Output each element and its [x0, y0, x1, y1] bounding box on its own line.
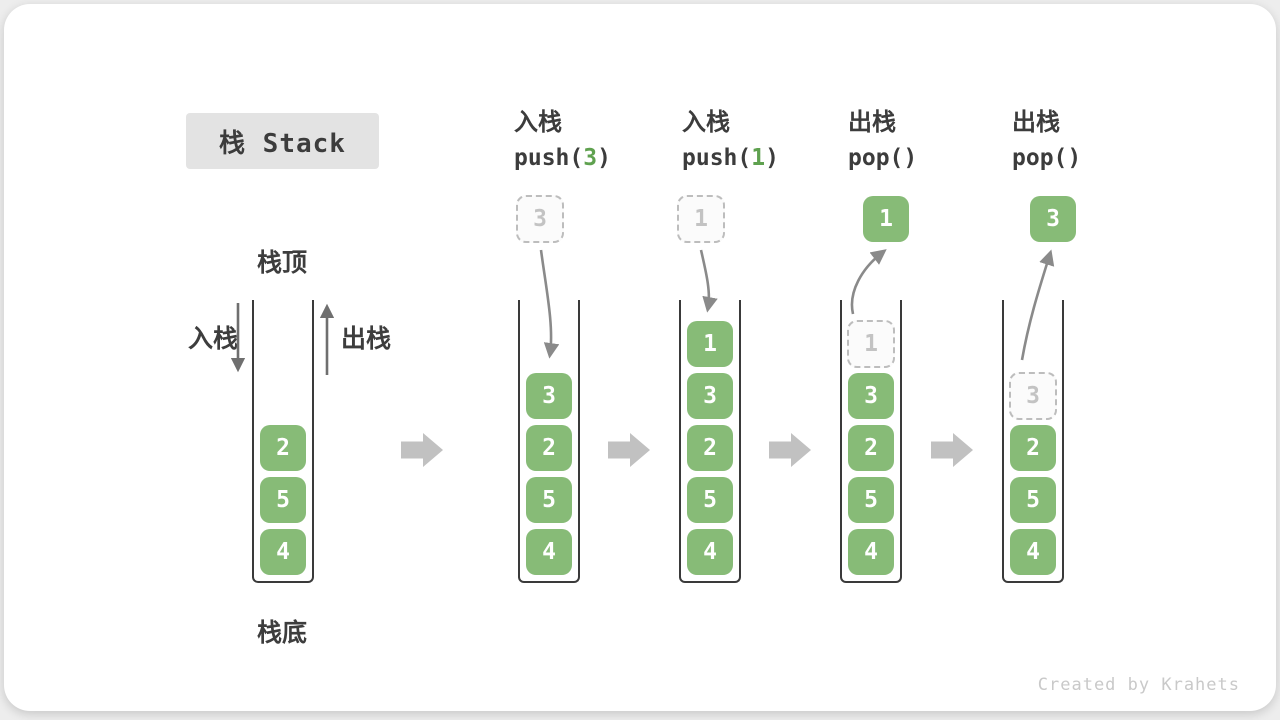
call-argument: 3	[583, 145, 598, 171]
stack-element: 4	[526, 529, 572, 575]
stack-element: 1	[687, 321, 733, 367]
stack-element: 4	[687, 529, 733, 575]
stack-element: 2	[260, 425, 306, 471]
stack-stage-pop-1: 1 3 2 5 4	[840, 300, 902, 583]
stack-element: 5	[687, 477, 733, 523]
popped-ghost-slot: 3	[1009, 372, 1057, 420]
stack-element: 3	[526, 373, 572, 419]
stack-element: 4	[848, 529, 894, 575]
operation-header-push-1: 入栈 push(1)	[682, 106, 842, 174]
stack-element: 3	[687, 373, 733, 419]
stack-element: 2	[848, 425, 894, 471]
call-prefix: pop(	[1012, 145, 1068, 171]
stack-element: 2	[526, 425, 572, 471]
operation-call: pop()	[1012, 142, 1172, 174]
call-prefix: push(	[682, 145, 752, 171]
call-prefix: pop(	[848, 145, 904, 171]
call-suffix: )	[903, 145, 918, 171]
stack-stage-pop-2: 3 2 5 4	[1002, 300, 1064, 583]
stack-stage-push-3: 3 2 5 4	[518, 300, 580, 583]
stack-element: 4	[1010, 529, 1056, 575]
stack-element: 5	[526, 477, 572, 523]
stack-element: 2	[687, 425, 733, 471]
operation-header-pop-1: 出栈 pop()	[848, 106, 1008, 174]
operation-label: 出栈	[1012, 108, 1060, 136]
popped-ghost-slot: 1	[847, 320, 895, 368]
pop-direction-label: 出栈	[341, 324, 392, 353]
operation-label: 入栈	[682, 108, 730, 136]
popped-element-box: 3	[1030, 196, 1076, 242]
call-suffix: )	[765, 145, 779, 171]
operation-header-pop-2: 出栈 pop()	[1012, 106, 1172, 174]
stack-stage-initial: 2 5 4	[252, 300, 314, 583]
operation-call: push(3)	[514, 142, 674, 174]
push-direction-label: 入栈	[188, 324, 239, 353]
call-prefix: push(	[514, 145, 584, 171]
stack-element: 3	[848, 373, 894, 419]
title-chip: 栈 Stack	[186, 113, 379, 169]
stack-top-label: 栈顶	[257, 248, 308, 277]
operation-call: pop()	[848, 142, 1008, 174]
incoming-element-box: 1	[677, 195, 725, 243]
call-argument: 1	[751, 145, 766, 171]
stack-element: 4	[260, 529, 306, 575]
operation-label: 出栈	[848, 108, 896, 136]
operation-label: 入栈	[514, 108, 562, 136]
page-title: 栈 Stack	[219, 128, 346, 159]
call-suffix: )	[597, 145, 611, 171]
operation-call: push(1)	[682, 142, 842, 174]
call-suffix: )	[1067, 145, 1082, 171]
operation-header-push-3: 入栈 push(3)	[514, 106, 674, 174]
incoming-element-box: 3	[516, 195, 564, 243]
popped-element-box: 1	[863, 196, 909, 242]
stack-element: 2	[1010, 425, 1056, 471]
watermark: Created by Krahets	[1037, 675, 1240, 695]
stack-stage-push-1: 1 3 2 5 4	[679, 300, 741, 583]
stack-element: 5	[1010, 477, 1056, 523]
stack-element: 5	[260, 477, 306, 523]
stack-bottom-label: 栈底	[257, 618, 308, 647]
stack-element: 5	[848, 477, 894, 523]
